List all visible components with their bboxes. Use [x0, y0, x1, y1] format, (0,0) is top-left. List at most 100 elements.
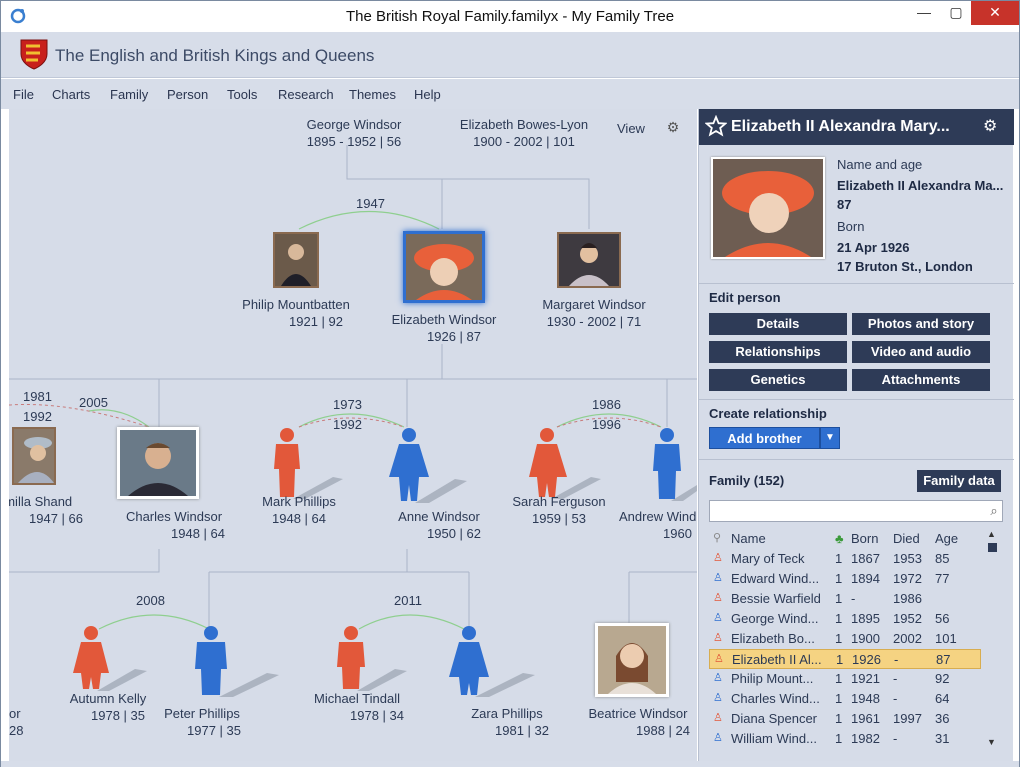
person-andrew-windsor[interactable]: Andrew Wind 1960	[619, 508, 697, 542]
person-autumn-kelly[interactable]: Autumn Kelly 1978 | 35	[45, 690, 171, 724]
close-button[interactable]: ✕	[971, 1, 1019, 25]
maximize-button[interactable]: ▢	[949, 4, 963, 20]
person-george-windsor[interactable]: George Windsor 1895 - 1952 | 56	[279, 116, 429, 150]
view-settings-gear-icon[interactable]: ⚙	[666, 119, 680, 135]
attachments-button[interactable]: Attachments	[852, 369, 990, 391]
col-name[interactable]: Name	[731, 531, 766, 546]
details-button[interactable]: Details	[709, 313, 847, 335]
cell-tree: 1	[835, 611, 843, 626]
person-beatrice-windsor[interactable]: Beatrice Windsor 1988 | 24	[579, 705, 697, 739]
panel-settings-gear-icon[interactable]: ⚙	[983, 118, 998, 135]
female-silhouette-icon[interactable]	[389, 427, 469, 503]
person-name: Michael Tindall	[314, 691, 400, 706]
photo-camilla[interactable]	[12, 427, 56, 485]
cell-name: William Wind...	[731, 731, 817, 746]
person-zara-phillips[interactable]: Zara Phillips 1981 | 32	[439, 705, 575, 739]
male-silhouette-icon[interactable]	[333, 625, 409, 691]
marriage-year: 1981	[23, 389, 52, 404]
panel-person-name: Elizabeth II Alexandra Mary...	[731, 118, 950, 135]
search-icon[interactable]: ⌕	[990, 503, 998, 518]
cell-age: 92	[935, 671, 950, 686]
video-audio-button[interactable]: Video and audio	[852, 341, 990, 363]
star-icon[interactable]	[705, 115, 727, 137]
photo-elizabeth-selected[interactable]	[403, 231, 485, 303]
family-search-input[interactable]: ⌕	[709, 500, 1003, 522]
col-age[interactable]: Age	[935, 531, 959, 546]
person-michael-tindall[interactable]: Michael Tindall 1978 | 34	[289, 690, 425, 724]
menu-file[interactable]: File	[13, 87, 34, 102]
cell-name: Bessie Warfield	[731, 591, 821, 606]
royal-shield-icon	[20, 39, 48, 70]
photos-story-button[interactable]: Photos and story	[852, 313, 990, 335]
cell-born: 1926	[852, 652, 881, 667]
cell-died: 1972	[893, 571, 922, 586]
person-elizabeth-bowes-lyon[interactable]: Elizabeth Bowes-Lyon 1900 - 2002 | 101	[449, 116, 599, 150]
person-name: Sarah Ferguson	[512, 494, 606, 509]
female-silhouette-icon[interactable]	[73, 625, 149, 691]
female-silhouette-icon[interactable]	[447, 625, 539, 697]
cell-born: 1961	[851, 711, 880, 726]
family-data-button[interactable]: Family data	[917, 470, 1001, 492]
person-margaret-windsor[interactable]: Margaret Windsor 1930 - 2002 | 71	[519, 296, 669, 330]
person-charles-windsor[interactable]: Charles Windsor 1948 | 64	[99, 508, 249, 542]
person-name: or	[9, 706, 21, 721]
photo-margaret[interactable]	[557, 232, 621, 288]
menu-tools[interactable]: Tools	[227, 87, 258, 102]
person-cut-off-left[interactable]: or 28	[9, 705, 29, 739]
scrollbar-thumb[interactable]	[988, 543, 997, 552]
family-tree-chart[interactable]: View ⚙ 1947 1981 1992 2005 1973 1992 198…	[9, 109, 697, 761]
relationships-button[interactable]: Relationships	[709, 341, 847, 363]
male-silhouette-icon[interactable]	[649, 427, 697, 501]
person-anne-windsor[interactable]: Anne Windsor 1950 | 62	[369, 508, 509, 542]
photo-beatrice[interactable]	[595, 623, 669, 697]
menu-charts[interactable]: Charts	[52, 87, 91, 102]
menu-research[interactable]: Research	[278, 87, 334, 102]
menu-family[interactable]: Family	[110, 87, 149, 102]
genetics-button[interactable]: Genetics	[709, 369, 847, 391]
menu-help[interactable]: Help	[414, 87, 441, 102]
cell-tree: 1	[835, 691, 843, 706]
view-label[interactable]: View	[617, 121, 645, 136]
menu-themes[interactable]: Themes	[349, 87, 396, 102]
male-silhouette-icon[interactable]	[271, 427, 343, 499]
minimize-button[interactable]: —	[917, 4, 931, 20]
table-header: ⚲ Name ♣ Born Died Age	[709, 529, 981, 549]
scroll-down-icon[interactable]: ▼	[987, 737, 996, 747]
person-name: amilla Shand	[9, 494, 73, 509]
person-philip-mountbatten[interactable]: Philip Mountbatten 1921 | 92	[221, 296, 371, 330]
person-elizabeth-windsor[interactable]: Elizabeth Windsor 1926 | 87	[369, 311, 519, 345]
cell-name: Elizabeth II Al...	[732, 652, 822, 667]
photo-philip[interactable]	[273, 232, 319, 288]
person-sarah-ferguson[interactable]: Sarah Ferguson 1959 | 53	[489, 493, 629, 527]
person-photo[interactable]	[711, 157, 825, 259]
photo-charles[interactable]	[117, 427, 199, 499]
person-dates: 1921 | 92	[289, 314, 343, 329]
tree-icon: ♣	[835, 531, 844, 546]
person-camilla-shand[interactable]: amilla Shand 1947 | 66	[9, 493, 83, 527]
person-peter-phillips[interactable]: Peter Phillips 1977 | 35	[139, 705, 265, 739]
cell-age: 101	[935, 631, 957, 646]
app-icon	[10, 8, 26, 24]
col-died[interactable]: Died	[893, 531, 920, 546]
male-silhouette-icon[interactable]	[191, 625, 283, 697]
divider	[699, 283, 1014, 284]
menu-person[interactable]: Person	[167, 87, 209, 102]
tree-title: The English and British Kings and Queens	[55, 46, 375, 65]
person-mark-phillips[interactable]: Mark Phillips 1948 | 64	[229, 493, 369, 527]
add-brother-button[interactable]: Add brother	[709, 427, 820, 449]
add-relationship-dropdown-icon[interactable]: ▼	[820, 427, 840, 449]
male-silhouette-icon[interactable]	[529, 427, 601, 499]
female-person-icon: ♙	[714, 653, 724, 665]
col-born[interactable]: Born	[851, 531, 879, 546]
scroll-up-icon[interactable]: ▲	[987, 529, 996, 539]
